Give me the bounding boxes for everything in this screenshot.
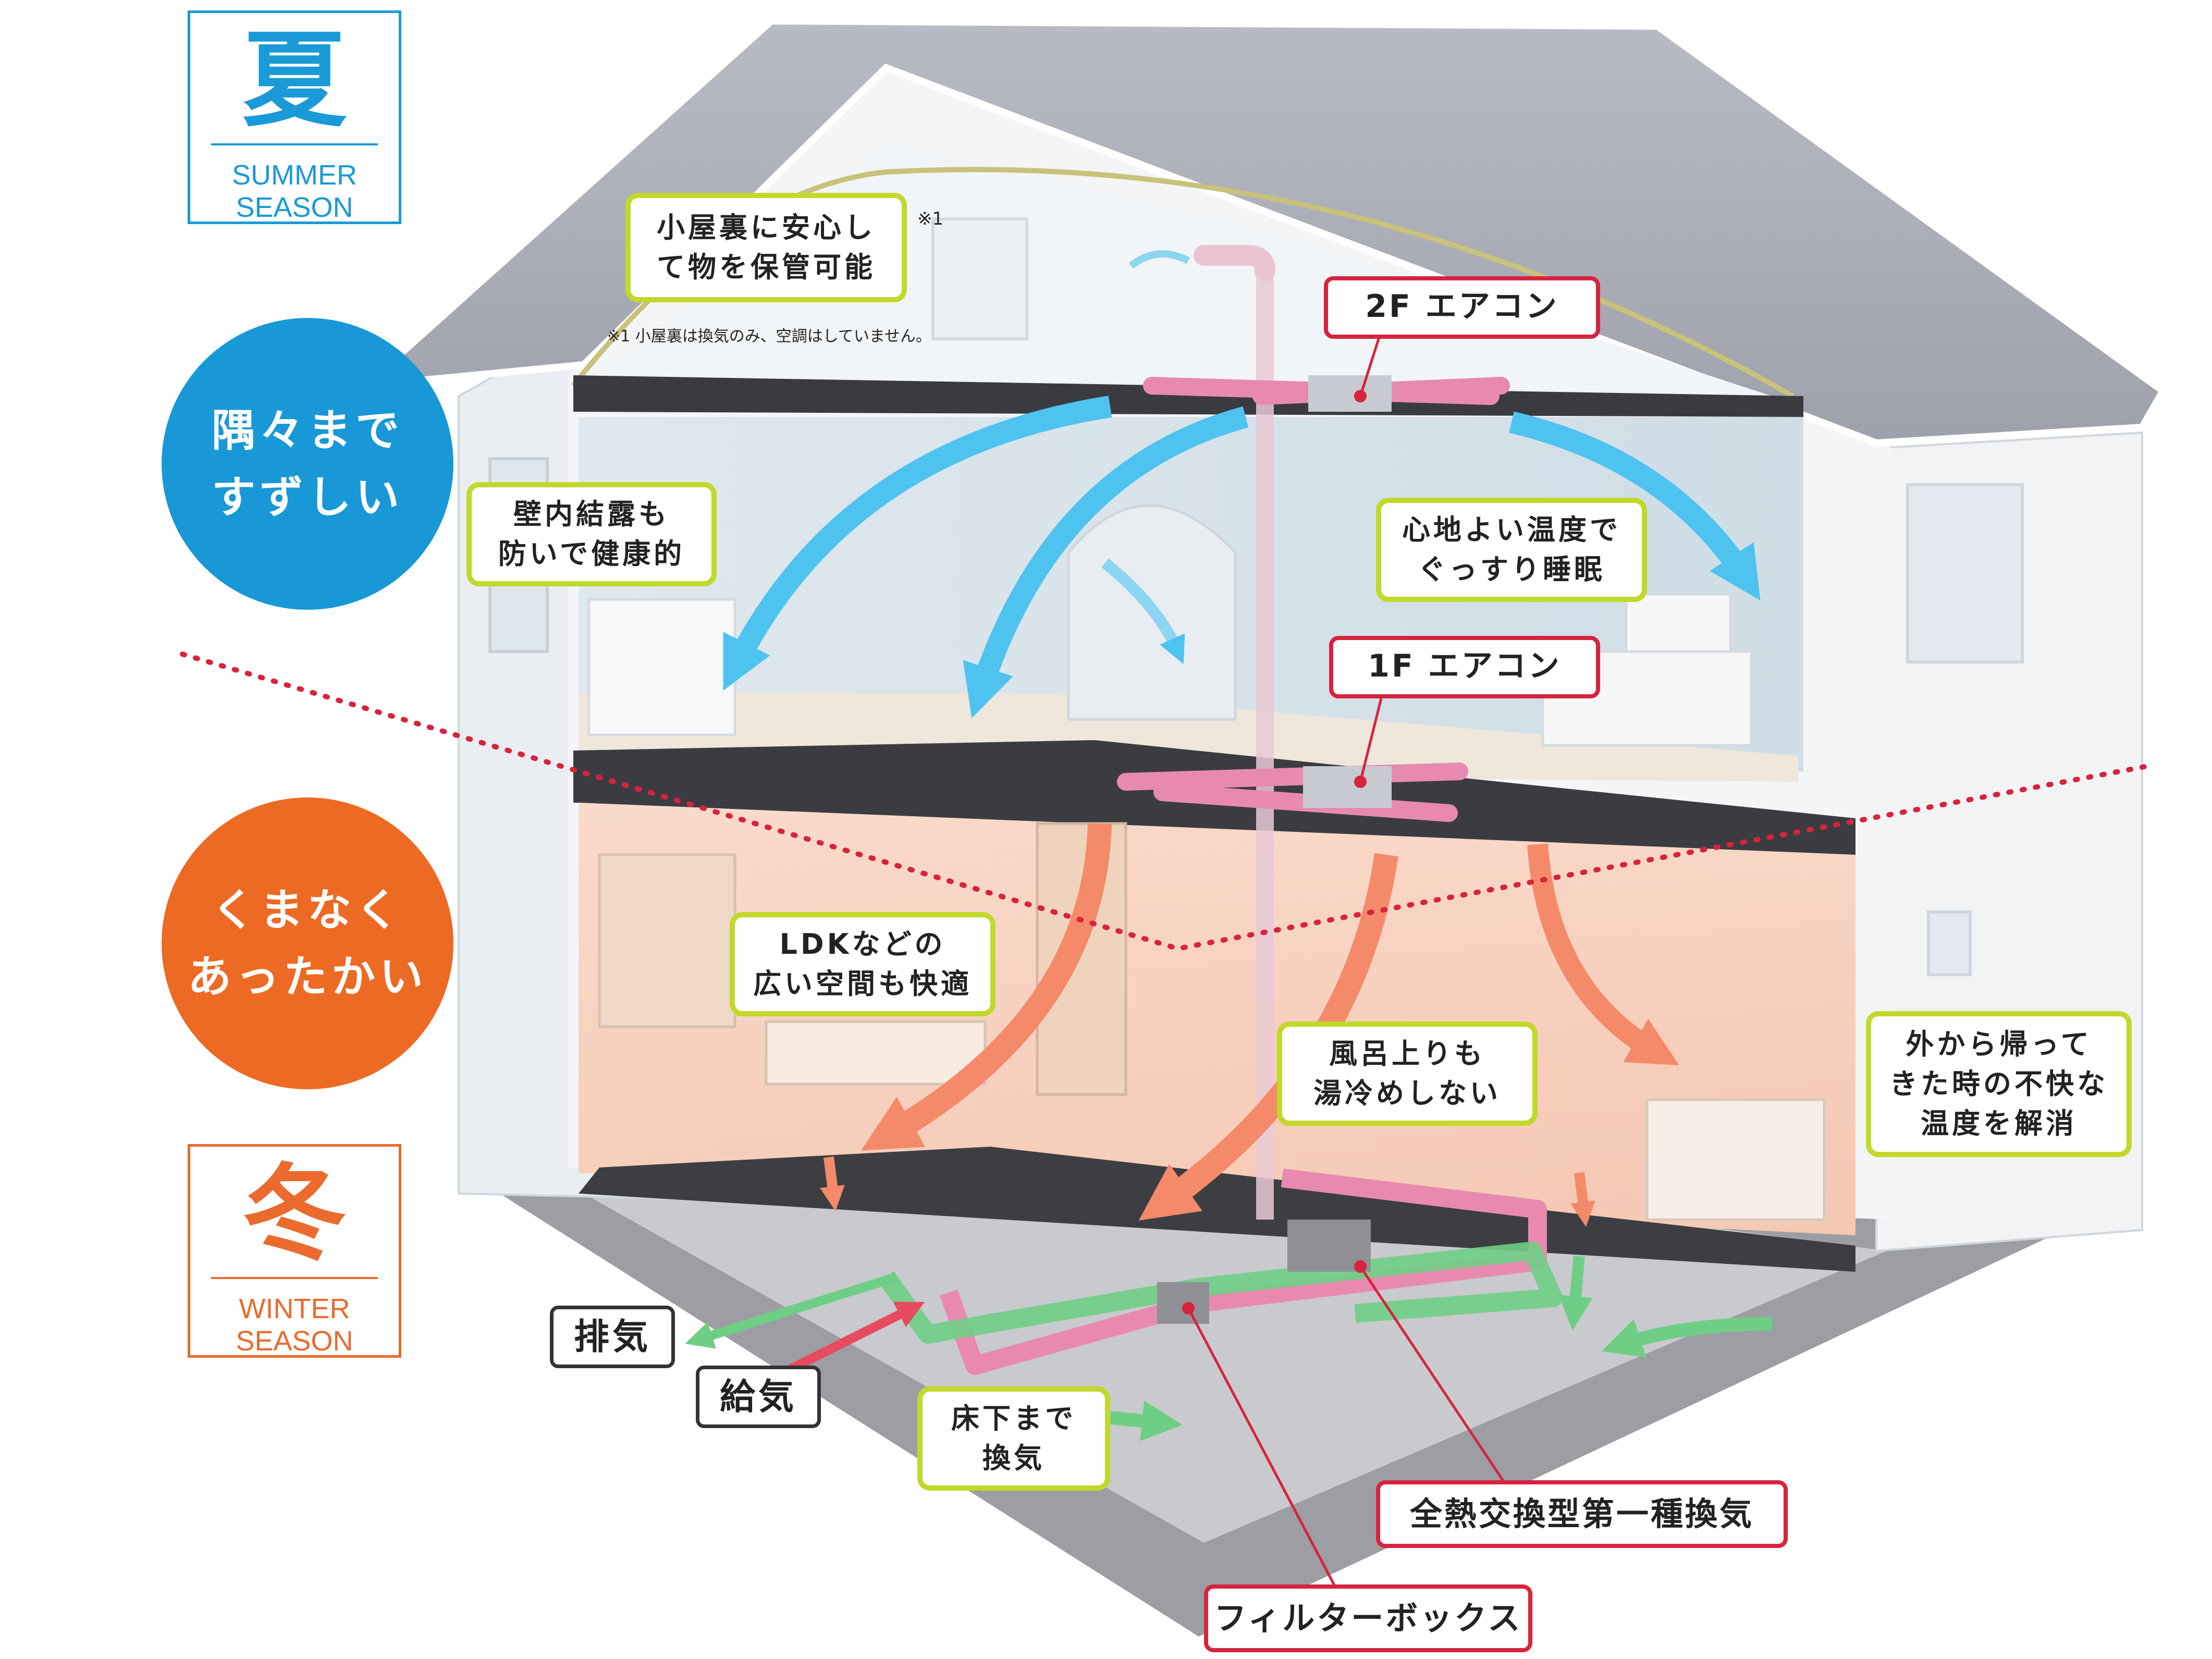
callout-attic-line2: て物を保管可能 [657, 251, 876, 284]
warm-arrow-dining [861, 823, 1112, 1151]
callout-outside-line2: きた時の不快な [1889, 1067, 2108, 1100]
cool-arrow-left [723, 396, 1112, 691]
summer-divider [211, 143, 378, 145]
green-arrow-down [1558, 1256, 1593, 1331]
summer-label-line2: SEASON [236, 192, 353, 224]
winter-kanji: 冬 [242, 1153, 347, 1275]
green-arrow-underfloor [1109, 1400, 1183, 1441]
bathtub [1645, 1098, 1826, 1221]
ceiling-slab-2f [573, 375, 1803, 417]
cool-arrow-attic [1128, 250, 1190, 269]
ac-unit-2f [1308, 375, 1392, 412]
warm-arrow-bath [1527, 843, 1679, 1065]
callout-ldk-line2: 広い空間も快適 [753, 967, 972, 1000]
label-exhaust: 排気 [550, 1306, 675, 1368]
callout-ldk-line1: LDKなどの [779, 928, 946, 961]
summer-label-line1: SUMMER [232, 159, 357, 191]
label-total-heat-exchange-ventilation: 全熱交換型第一種換気 [1376, 1480, 1788, 1548]
summer-kanji: 夏 [242, 20, 347, 141]
cool-arrow-center [963, 406, 1249, 718]
leader-2f-ac [1359, 330, 1383, 397]
winter-divider [211, 1277, 378, 1279]
ac-unit-1f [1303, 766, 1392, 808]
exhaust-arrow [685, 1272, 898, 1349]
cool-arrow-stair [1101, 558, 1185, 665]
callout-attic-line1: 小屋裏に安心し [657, 211, 876, 244]
callout-underfloor-ventilation: 床下まで 換気 [917, 1386, 1110, 1491]
callout-comfortable-sleep: 心地よい温度で ぐっすり睡眠 [1376, 498, 1647, 602]
callout-underfloor-line2: 換気 [982, 1442, 1045, 1474]
kitchen-1f-shelf [598, 853, 736, 1028]
winter-season-label: WINTER SEASON [190, 1293, 399, 1357]
label-supply: 給気 [696, 1366, 821, 1428]
winter-label-line2: SEASON [236, 1325, 353, 1357]
cool-arrow-right [1509, 411, 1761, 601]
attic-footnote: ※1 小屋裏は換気のみ、空調はしていません。 [607, 327, 931, 346]
season-divider-dotted-line [180, 652, 2150, 952]
window-right-lower [1927, 911, 1972, 976]
callout-sleep-line1: 心地よい温度で [1402, 513, 1621, 546]
summer-circle-line1: 隅々まで [211, 405, 403, 456]
callout-ldk-comfort: LDKなどの 広い空間も快適 [730, 912, 996, 1016]
callout-return-home: 外から帰って きた時の不快な 温度を解消 [1866, 1011, 2132, 1157]
window-left-mid [488, 572, 549, 653]
duct-underfloor-pink [940, 1169, 1547, 1375]
leader-1f-ac [1359, 698, 1383, 782]
callout-bath-line1: 風呂上りも [1329, 1037, 1485, 1070]
winter-circle-line2: あったかい [187, 951, 427, 1002]
callout-outside-line1: 外から帰って [1906, 1028, 2092, 1061]
stairs-1f [1036, 822, 1127, 1096]
callout-bath-line2: 湯冷めしない [1313, 1077, 1501, 1110]
leader-ventilation [1359, 1265, 1529, 1518]
label-1f-air-conditioner: 1F エアコン [1329, 636, 1600, 698]
leader-filter [1187, 1307, 1341, 1596]
attic-duct-elbow [1194, 245, 1275, 281]
callout-wall-line2: 防いで健康的 [498, 537, 685, 570]
callout-sleep-line2: ぐっすり睡眠 [1418, 553, 1605, 586]
vertical-duct [1256, 266, 1274, 1220]
winter-circle-line1: くまなく [211, 884, 403, 936]
callout-outside-line3: 温度を解消 [1921, 1107, 2077, 1140]
summer-benefit-circle: 隅々まで すずしい [162, 318, 453, 610]
green-arrow-right [1601, 1317, 1773, 1358]
dining-table [765, 1020, 987, 1086]
winter-season-box: 冬 WINTER SEASON [188, 1144, 401, 1358]
label-filter-box: フィルターボックス [1204, 1584, 1532, 1652]
callout-underfloor-line1: 床下まで [951, 1402, 1076, 1435]
callout-wall-condensation: 壁内結露も 防いで健康的 [466, 482, 717, 586]
summer-season-label: SUMMER SEASON [190, 159, 399, 224]
summer-season-box: 夏 SUMMER SEASON [188, 10, 401, 224]
kitchen-2f-counter [587, 598, 736, 736]
callout-wall-line1: 壁内結露も [513, 498, 670, 531]
filter-box-unit [1157, 1282, 1209, 1324]
winter-benefit-circle: くまなく あったかい [162, 797, 453, 1089]
window-right-upper [1906, 483, 2024, 663]
summer-circle-line2: すずしい [211, 472, 403, 523]
winter-label-line1: WINTER [239, 1293, 350, 1324]
callout-attic-storage: 小屋裏に安心し て物を保管可能 [625, 193, 907, 302]
attic-shelf [931, 217, 1028, 340]
callout-bath-warmth: 風呂上りも 湯冷めしない [1277, 1022, 1538, 1126]
warm-arrow-floor-right [1570, 1172, 1595, 1227]
warm-arrow-floor-left [820, 1156, 845, 1211]
desk-2f [1625, 593, 1732, 653]
label-2f-air-conditioner: 2F エアコン [1324, 276, 1600, 339]
attic-note-mark: ※1 [917, 208, 944, 229]
